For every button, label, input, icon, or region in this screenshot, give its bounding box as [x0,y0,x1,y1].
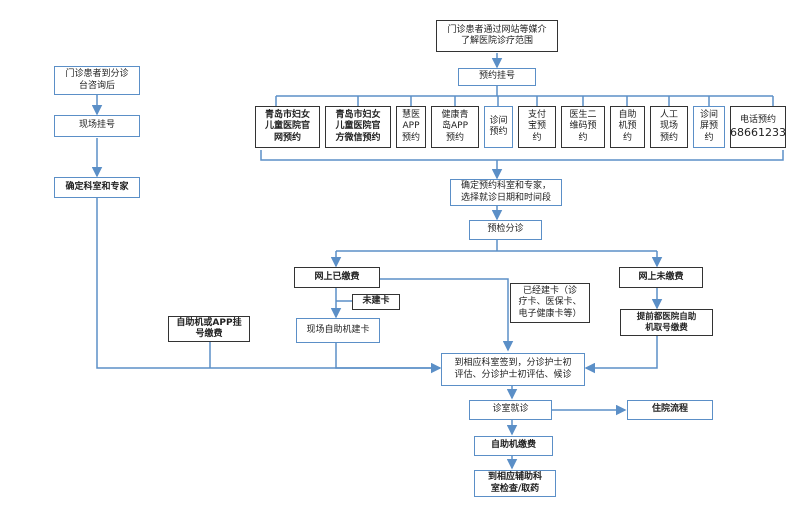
node-kiosk-app-reg: 自助机或APP挂 号缴费 [168,316,250,342]
node-paid-online: 网上已缴费 [294,267,380,288]
node-channel-health-app: 健康青 岛APP 预约 [431,106,479,148]
node-inpatient: 住院流程 [627,400,713,420]
node-unpaid-online: 网上未缴费 [619,267,703,288]
line-kioskticket-arrive [584,336,658,374]
node-has-card: 已经建卡（诊 疗卡、医保卡、 电子健康卡等） [510,283,590,323]
node-intro: 门诊患者通过网站等媒介 了解医院诊疗范围 [436,20,558,52]
node-aux-dept: 到相应辅助科 室检查/取药 [474,470,556,497]
node-channel-manual: 人工 现场 预约 [650,106,688,148]
arrow-paid-to-card-check [380,278,514,352]
phone-label: 电话预约 [739,114,776,125]
node-dept-expert: 确定科室和专家 [54,177,140,198]
node-precheck: 预检分诊 [469,220,542,240]
channel-merge-bracket [260,150,784,161]
node-consult: 诊室就诊 [469,400,552,420]
node-booking: 预约挂号 [458,68,536,86]
node-channel-screen: 诊间 屏预 约 [693,106,725,148]
node-no-card: 未建卡 [352,294,400,310]
node-onsite-registration: 现场挂号 [54,115,140,137]
node-kiosk-ticket: 提前都医院自助 机取号缴费 [620,309,713,336]
node-channel-huiyi-app: 慧医 APP 预约 [396,106,426,148]
node-channel-clinic: 诊间 预约 [484,106,513,148]
node-card-kiosk: 现场自助机建卡 [296,318,380,343]
node-channel-doctor-qr: 医生二 维码预 约 [561,106,605,148]
node-channel-kiosk: 自助 机预 约 [610,106,645,148]
line-dept-arrive [96,198,442,374]
node-walkin: 门诊患者到分诊 台咨询后 [54,66,140,95]
node-arrive-dept: 到相应科室签到，分诊护士初 评估、分诊护士初评估、候诊 [441,353,585,386]
node-channel-official-site: 青岛市妇女 儿童医院官 网预约 [255,106,320,148]
node-confirm-booking: 确定预约科室和专家， 选择就诊日期和时间段 [450,179,562,206]
line-cardkiosk-arrive [335,343,440,369]
phone-number: 68661233 [730,125,786,139]
node-channel-wechat: 青岛市妇女 儿童医院官 方微信预约 [325,106,391,148]
node-channel-alipay: 支付 宝预 约 [518,106,556,148]
node-channel-phone: 电话预约 68661233 [730,106,786,148]
node-kiosk-pay: 自助机缴费 [474,436,553,456]
